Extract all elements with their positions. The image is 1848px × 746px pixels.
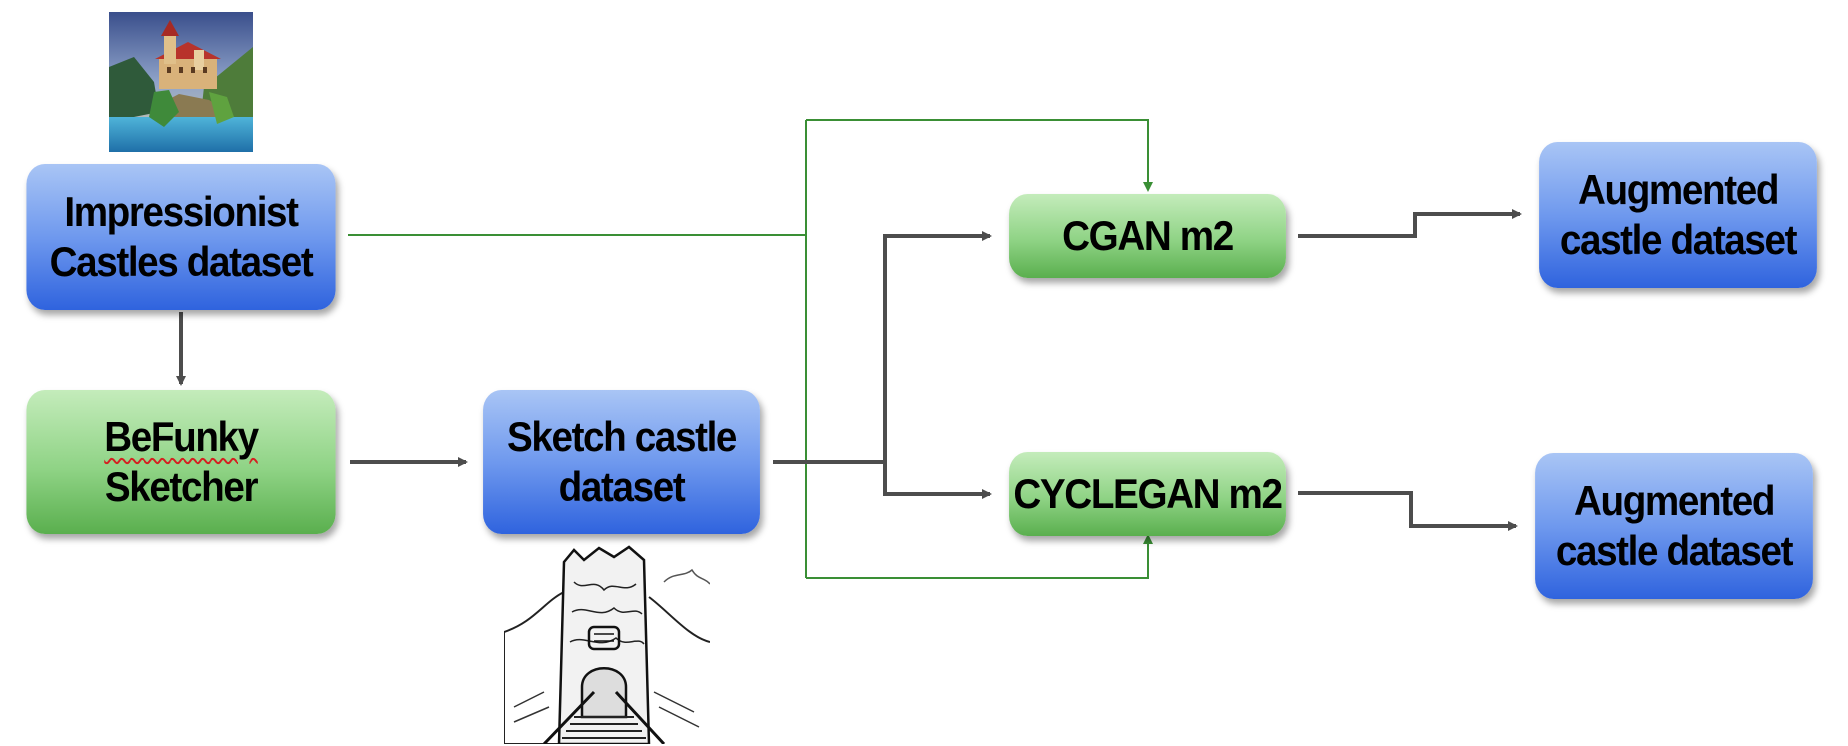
sketched-castle-image bbox=[504, 542, 710, 744]
sketch-castle-dataset-label-line-2: dataset bbox=[558, 463, 686, 510]
augmented-castle-dataset-top-label-line-1: Augmented bbox=[1577, 166, 1779, 214]
green-arrow-to-cyclegan bbox=[806, 534, 1153, 579]
cyclegan-m2-label: CYCLEGAN m2 bbox=[1013, 470, 1283, 518]
augmented-castle-dataset-bottom-label-line-1: Augmented bbox=[1573, 477, 1775, 525]
arrow-sketch-to-cyclegan bbox=[883, 462, 992, 499]
green-arrow-to-cgan bbox=[806, 119, 1153, 192]
befunky-sketcher-label-line-2: Sketcher bbox=[104, 463, 259, 510]
impressionist-castles-dataset-label-line-2: Castles dataset bbox=[49, 238, 314, 285]
impressionist-castles-dataset-node: Impressionist Castles dataset bbox=[26, 164, 336, 310]
cgan-m2-label: CGAN m2 bbox=[1062, 212, 1234, 260]
arrow-sketch-to-cgan bbox=[883, 231, 992, 462]
arrow-cgan-to-augmented-top bbox=[1298, 209, 1522, 238]
augmented-castle-dataset-bottom-node: Augmented castle dataset bbox=[1535, 453, 1813, 599]
augmented-castle-dataset-top-node: Augmented castle dataset bbox=[1539, 142, 1817, 288]
cgan-m2-node: CGAN m2 bbox=[1009, 194, 1286, 278]
sketch-castle-dataset-node: Sketch castle dataset bbox=[483, 390, 760, 534]
augmented-castle-dataset-bottom-label-line-2: castle dataset bbox=[1555, 527, 1794, 574]
befunky-sketcher-node: BeFunky Sketcher bbox=[26, 390, 336, 534]
sketch-castle-dataset-label-line-1: Sketch castle bbox=[506, 413, 737, 461]
impressionist-castles-dataset-label-line-1: Impressionist bbox=[64, 188, 299, 236]
arrow-cyclegan-to-augmented-bottom bbox=[1298, 491, 1518, 531]
green-connector-impressionist-to-gans bbox=[348, 120, 807, 578]
cyclegan-m2-node: CYCLEGAN m2 bbox=[1009, 452, 1286, 536]
befunky-sketcher-label-line-1: BeFunky bbox=[104, 413, 259, 461]
augmented-castle-dataset-top-label-line-2: castle dataset bbox=[1559, 216, 1798, 263]
impressionist-castle-painting-image bbox=[109, 12, 253, 152]
